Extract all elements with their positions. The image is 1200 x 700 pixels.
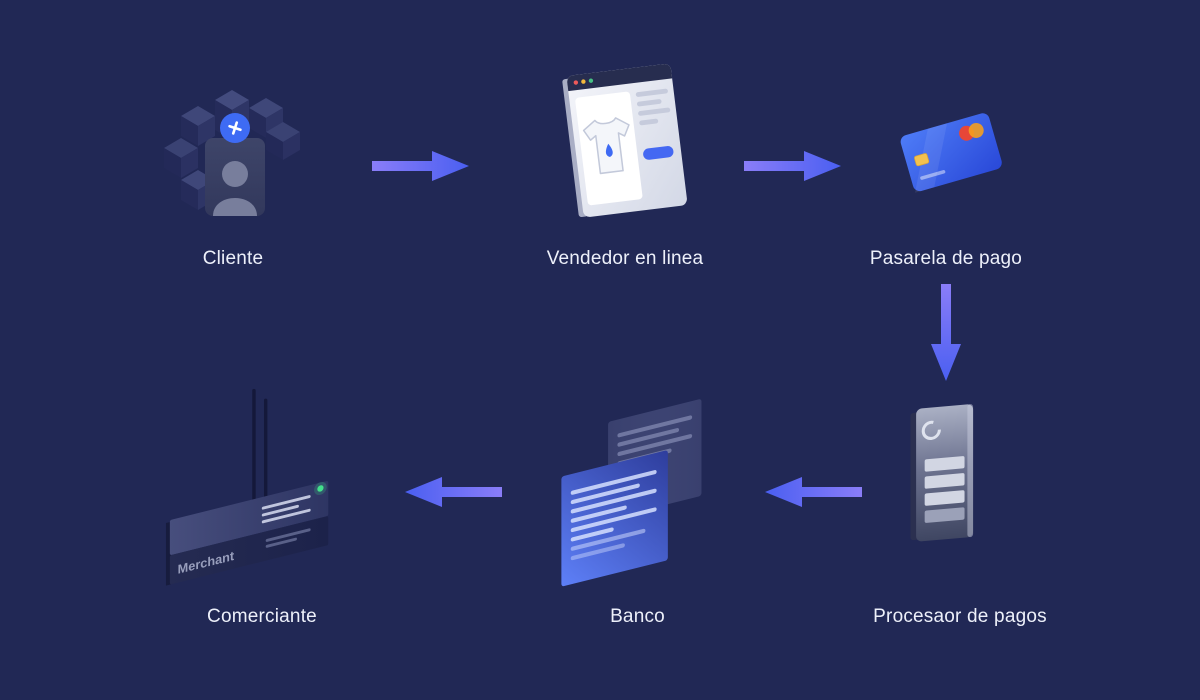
cliente-label: Cliente xyxy=(202,248,264,269)
node-cliente: Cliente xyxy=(150,82,316,272)
water-drop-icon xyxy=(605,143,613,157)
arrow-banco-to-comerciante-icon xyxy=(405,477,502,507)
arrow-vendedor-to-pasarela-icon xyxy=(744,151,841,181)
plus-badge-icon xyxy=(220,113,250,143)
customer-avatar-icon xyxy=(164,90,300,216)
cliente-icon-box xyxy=(150,82,316,234)
front-statement xyxy=(561,450,668,587)
arrow-procesador-to-banco-icon xyxy=(765,477,862,507)
server-slots xyxy=(924,456,965,523)
antennas xyxy=(252,388,268,508)
arrow-cliente-to-vendedor-icon xyxy=(372,151,469,181)
node-comerciante: Merchant Comercian xyxy=(162,372,362,630)
bank-documents-icon xyxy=(561,399,702,587)
tshirt-icon xyxy=(582,117,630,175)
credit-card xyxy=(900,113,1002,192)
buy-button-shape xyxy=(642,146,673,160)
device-top-face xyxy=(169,480,329,555)
pasarela-icon-box xyxy=(863,56,1029,232)
payment-gateway-card-icon xyxy=(900,113,1002,193)
online-store-browser-icon xyxy=(561,64,687,217)
node-banco: Banco xyxy=(545,392,730,630)
vendedor-icon-box xyxy=(542,56,708,232)
node-pasarela: Pasarela de pago xyxy=(863,56,1029,272)
node-procesador: Procesaor de pagos xyxy=(845,385,1075,630)
node-vendedor: Vendedor en linea xyxy=(542,56,708,272)
status-led xyxy=(314,481,327,495)
browser-title-bar xyxy=(566,64,672,92)
server-logo-ring xyxy=(921,420,941,440)
payment-processor-server-icon xyxy=(909,404,973,542)
vendedor-label: Vendedor en linea xyxy=(546,248,704,269)
comerciante-icon-box: Merchant xyxy=(162,372,362,590)
procesador-icon-box xyxy=(845,385,1075,590)
card-brand-circles xyxy=(959,122,984,141)
banco-icon-box xyxy=(545,392,730,590)
device-front-lines xyxy=(265,527,311,548)
device-top-lines xyxy=(261,494,311,523)
pasarela-label: Pasarela de pago xyxy=(869,248,1023,269)
avatar xyxy=(205,138,265,216)
device-front-face xyxy=(169,515,329,584)
arrow-pasarela-to-procesador-icon xyxy=(931,284,961,381)
procesador-label: Procesaor de pagos xyxy=(873,606,1047,627)
comerciante-label: Comerciante xyxy=(207,606,317,627)
merchant-terminal-icon: Merchant xyxy=(165,388,329,586)
card-chip xyxy=(914,153,930,167)
browser-traffic-lights xyxy=(573,78,593,85)
text-placeholder-lines xyxy=(635,88,670,126)
banco-label: Banco xyxy=(610,606,665,627)
